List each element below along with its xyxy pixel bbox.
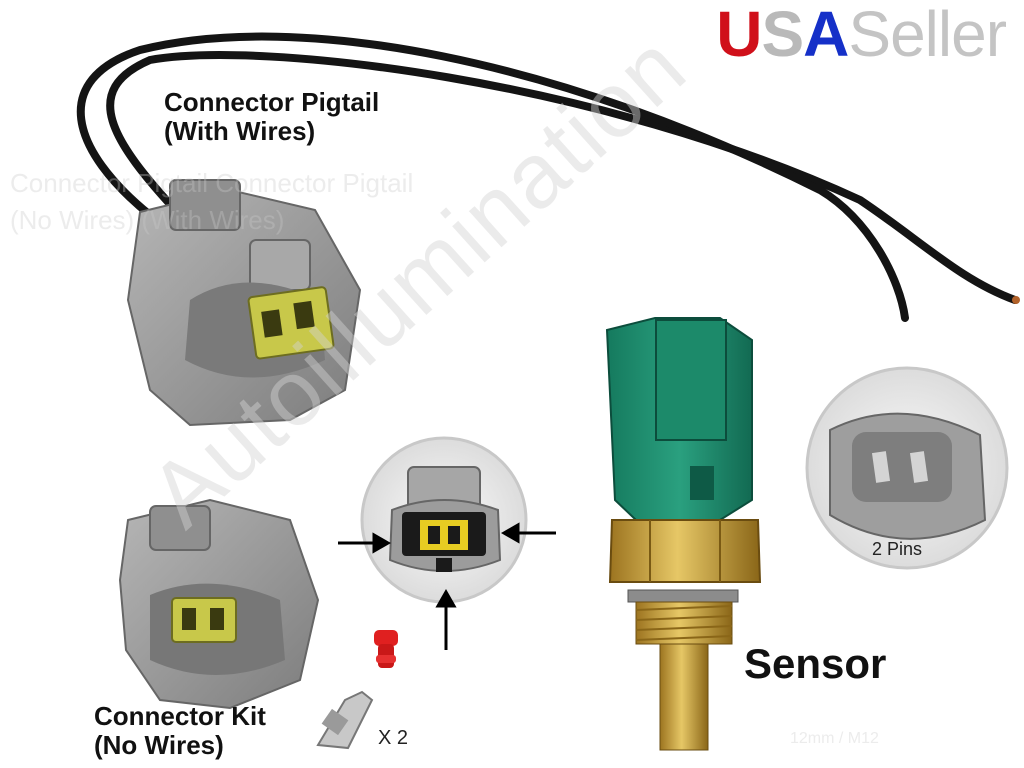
connector-kit-icon (118, 498, 320, 710)
connector-pigtail-icon (126, 179, 362, 427)
kit-label-line1: Connector Kit (94, 701, 266, 731)
ghost-text-line1: Connector Pigtail Connector Pigtail (10, 168, 414, 198)
quantity-label: X 2 (378, 727, 409, 749)
seal-icon (374, 630, 398, 668)
brand-letter-u: U (716, 0, 762, 70)
wire-icon (76, 32, 1020, 322)
terminal-icon (316, 690, 374, 750)
brand-word-seller: Seller (848, 0, 1007, 70)
pins-label: 2 Pins (872, 539, 923, 559)
brand-letter-a: A (803, 0, 849, 70)
sensor-label: Sensor (744, 640, 887, 687)
pigtail-label-line2: (With Wires) (164, 116, 316, 147)
brand-letter-s: S (761, 0, 804, 70)
pigtail-label: Connector Pigtail (With Wires) (164, 87, 380, 147)
pigtail-label-line1: Connector Pigtail (164, 87, 380, 117)
ghost-text-line2: (No Wires) (With Wires) (10, 205, 285, 235)
ghost-dimension-text: 12mm / M12 (790, 730, 879, 747)
sensor-icon (605, 317, 762, 751)
kit-label: Connector Kit (No Wires) (94, 701, 266, 761)
sensor-pins-detail (805, 366, 1009, 570)
brand-logo: USASeller (716, 0, 1007, 70)
arrow-icon (338, 522, 556, 650)
kit-label-line2: (No Wires) (94, 730, 224, 761)
connector-face-detail (360, 436, 528, 604)
